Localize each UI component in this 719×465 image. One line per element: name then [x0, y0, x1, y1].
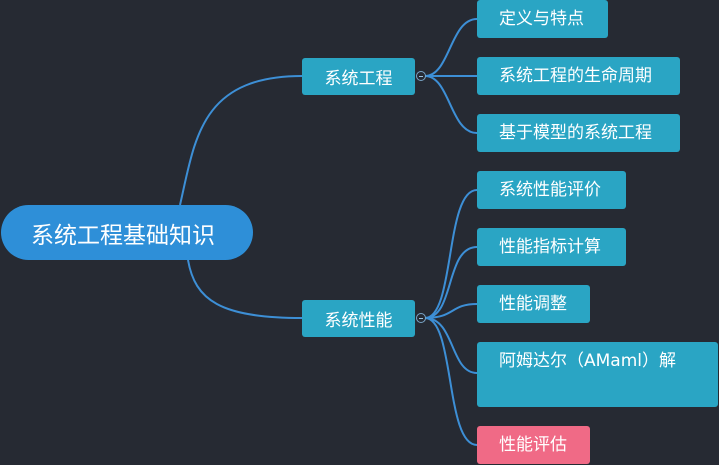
collapse-toggle-icon[interactable]: [416, 71, 426, 81]
edge-root-branch-2: [187, 259, 303, 319]
leaf-node-amdahl[interactable]: 阿姆达尔（AMaml）解: [477, 342, 718, 407]
edge-b1-leaf-3: [424, 75, 478, 134]
edge-b2-leaf-4: [424, 317, 478, 374]
leaf-node-mbse[interactable]: 基于模型的系统工程: [477, 114, 680, 152]
branch-node-system-engineering[interactable]: 系统工程: [302, 58, 415, 95]
leaf-node-performance-assessment[interactable]: 性能评估: [477, 426, 590, 464]
leaf-label: 定义与特点: [499, 9, 584, 29]
edge-b2-leaf-3: [424, 303, 478, 319]
leaf-label: 性能评估: [499, 435, 567, 455]
leaf-node-performance-tuning[interactable]: 性能调整: [477, 285, 590, 323]
edge-root-branch-1: [179, 75, 303, 206]
leaf-label: 基于模型的系统工程: [499, 123, 652, 143]
leaf-label: 性能调整: [499, 294, 567, 314]
leaf-node-definition[interactable]: 定义与特点: [477, 0, 608, 38]
edge-b1-leaf-1: [424, 18, 478, 77]
edge-b2-leaf-2: [424, 246, 478, 319]
branch-label: 系统性能: [324, 311, 393, 331]
leaf-label: 系统性能评价: [499, 180, 601, 200]
leaf-label: 阿姆达尔（AMaml）解: [499, 351, 676, 371]
leaf-label: 系统工程的生命周期: [499, 66, 652, 86]
edge-b2-leaf-1: [424, 189, 478, 319]
leaf-node-performance-evaluation[interactable]: 系统性能评价: [477, 171, 626, 209]
root-label: 系统工程基础知识: [31, 222, 215, 249]
edge-b2-leaf-5: [424, 317, 478, 446]
root-node[interactable]: 系统工程基础知识: [1, 205, 253, 260]
leaf-node-lifecycle[interactable]: 系统工程的生命周期: [477, 57, 680, 95]
branch-node-system-performance[interactable]: 系统性能: [302, 300, 415, 337]
collapse-toggle-icon[interactable]: [416, 313, 426, 323]
leaf-node-metric-calculation[interactable]: 性能指标计算: [477, 228, 626, 266]
leaf-label: 性能指标计算: [499, 237, 601, 257]
branch-label: 系统工程: [324, 69, 393, 89]
